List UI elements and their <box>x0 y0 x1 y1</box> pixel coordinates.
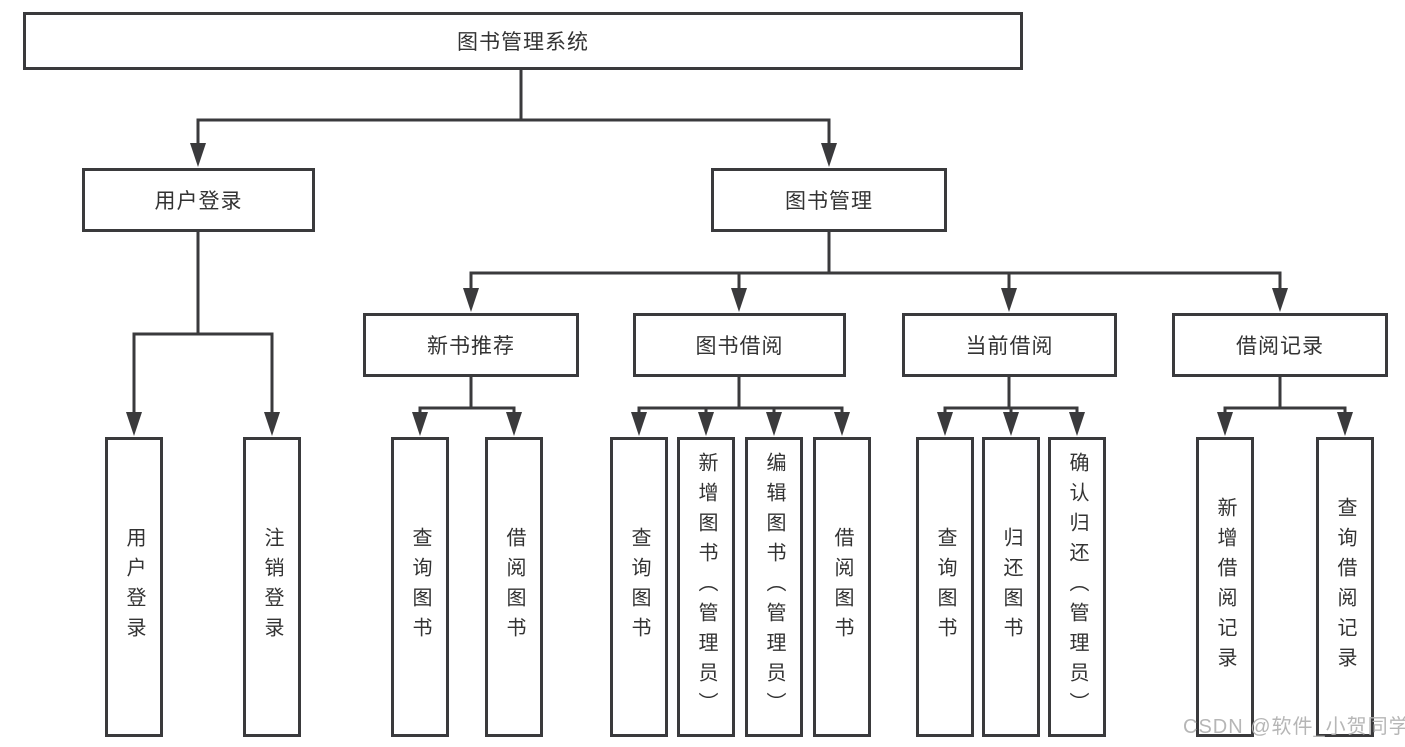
watermark: CSDN @软件_小贺同学 <box>1183 716 1405 738</box>
connector-current-borrow-to-children <box>937 377 1085 436</box>
connector-user-login-to-children <box>126 232 280 436</box>
node-logout: 注销登录 <box>243 437 301 737</box>
node-cb-confirm-return: 确认归还（管理员） <box>1048 437 1106 737</box>
node-root: 图书管理系统 <box>23 12 1023 70</box>
node-borrow-records: 借阅记录 <box>1172 313 1388 377</box>
node-user-login: 用户登录 <box>82 168 315 232</box>
node-book-borrow: 图书借阅 <box>633 313 846 377</box>
node-cb-return-books: 归还图书 <box>982 437 1040 737</box>
connector-new-book-rec-to-children <box>412 377 522 436</box>
node-br-add-record: 新增借阅记录 <box>1196 437 1254 737</box>
node-login: 用户登录 <box>105 437 163 737</box>
node-current-borrow: 当前借阅 <box>902 313 1117 377</box>
connector-borrow-records-to-children <box>1217 377 1353 436</box>
node-bb-add-books: 新增图书（管理员） <box>677 437 735 737</box>
node-bb-edit-books: 编辑图书（管理员） <box>745 437 803 737</box>
connector-root-to-level2 <box>190 70 837 167</box>
node-new-book-rec: 新书推荐 <box>363 313 579 377</box>
node-rec-borrow-books: 借阅图书 <box>485 437 543 737</box>
node-cb-search-books: 查询图书 <box>916 437 974 737</box>
node-rec-search-books: 查询图书 <box>391 437 449 737</box>
node-book-mgmt: 图书管理 <box>711 168 947 232</box>
connector-book-borrow-to-children <box>631 377 850 436</box>
node-br-search-record: 查询借阅记录 <box>1316 437 1374 737</box>
node-bb-search-books: 查询图书 <box>610 437 668 737</box>
connector-book-mgmt-to-level3 <box>463 232 1288 312</box>
node-bb-borrow-books: 借阅图书 <box>813 437 871 737</box>
